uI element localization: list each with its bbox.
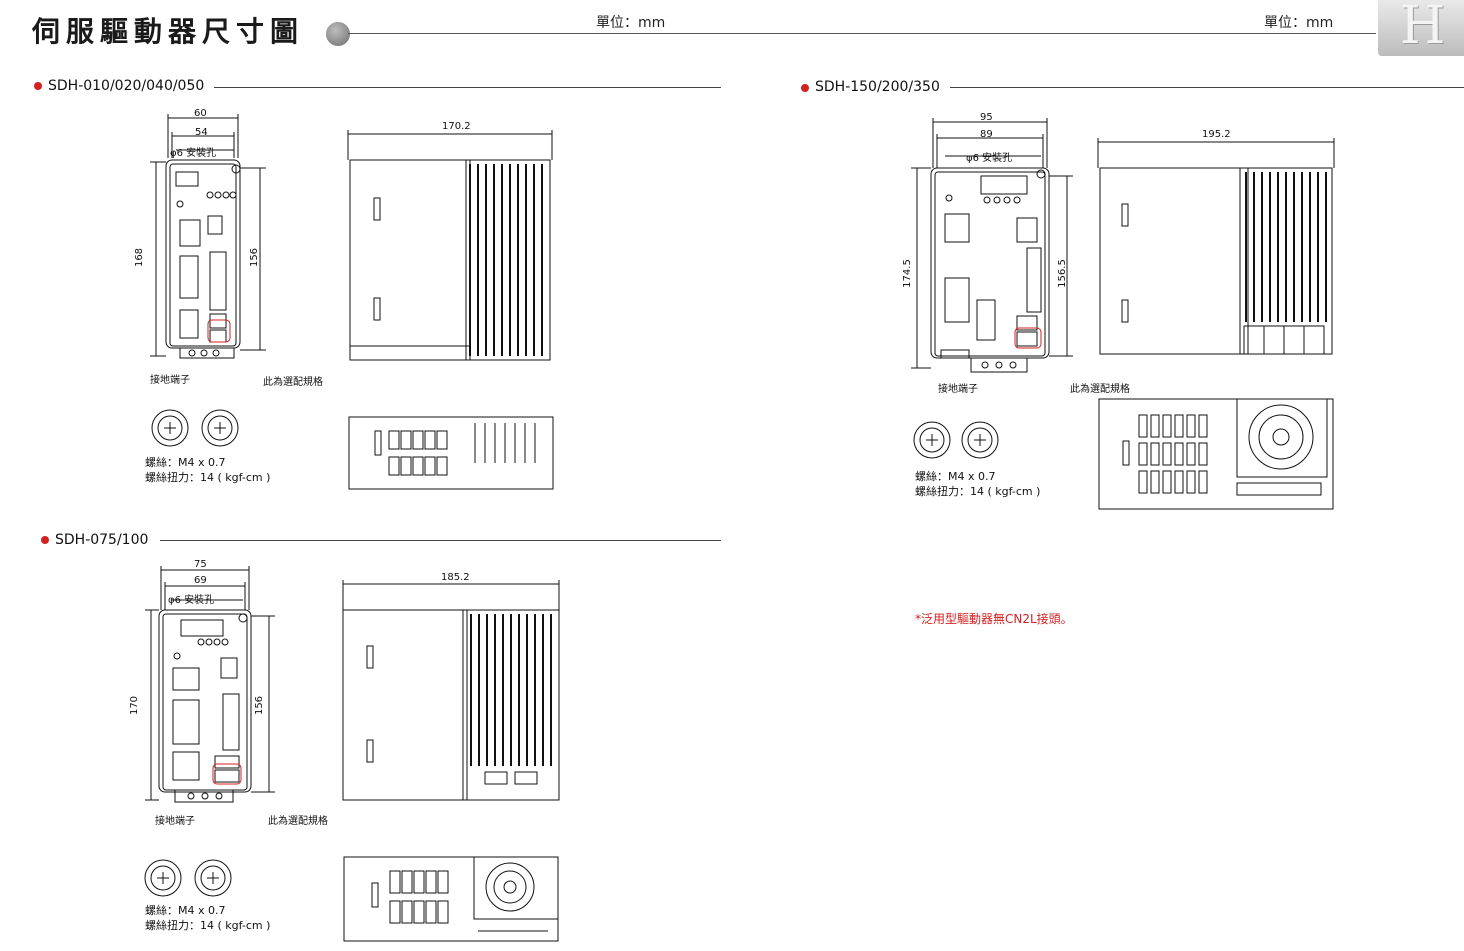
section-rule [214,87,721,88]
dim-inner-width: 69 [194,575,207,586]
screw-icons [150,408,242,448]
hole-label: φ6 安裝孔 [966,153,1013,164]
option-spec-label: 此為選配規格 [1070,384,1130,395]
front-view-drawing [135,560,275,810]
section-title: SDH-075/100 [55,532,149,548]
side-view-drawing [335,580,565,805]
screw-torque: 螺絲扭力：14 ( kgf-cm ) [145,919,271,932]
unit-label-right: 單位：mm [1264,15,1334,31]
side-view-drawing [1090,136,1340,372]
section-rule [160,540,721,541]
screw-spec: 螺絲：M4 x 0.7 [145,456,226,469]
title-dot-decoration [326,22,350,46]
dim-side-depth: 185.2 [441,572,470,583]
front-view-drawing [905,114,1075,374]
dim-front-width: 75 [194,559,207,570]
screw-spec: 螺絲：M4 x 0.7 [915,470,996,483]
dim-side-depth: 195.2 [1202,129,1231,140]
ground-terminal-label: 接地端子 [155,816,195,827]
top-view-drawing [338,853,563,945]
dim-side-depth: 170.2 [442,121,471,132]
top-view-drawing [1093,395,1338,513]
option-spec-label: 此為選配規格 [268,816,328,827]
screw-spec: 螺絲：M4 x 0.7 [145,904,226,917]
title-rule [348,33,1376,34]
ground-terminal-label: 接地端子 [150,375,190,386]
ground-terminal-label: 接地端子 [938,384,978,395]
section-title: SDH-150/200/350 [815,79,940,95]
hole-label: φ6 安裝孔 [170,148,217,159]
screw-icons [912,420,1004,460]
front-view-drawing [140,112,270,362]
side-view-drawing [340,130,560,370]
page-title: 伺服驅動器尺寸圖 [32,15,305,48]
dim-front-width: 95 [980,112,993,123]
section-bullet [41,536,49,544]
dim-inner-width: 54 [195,127,208,138]
footnote: *泛用型驅動器無CN2L接頭。 [915,612,1073,626]
screw-icons [143,858,235,898]
option-spec-label: 此為選配規格 [263,377,323,388]
dim-inner-width: 89 [980,129,993,140]
section-title: SDH-010/020/040/050 [48,78,205,94]
screw-torque: 螺絲扭力：14 ( kgf-cm ) [145,471,271,484]
chapter-letter: H [1400,0,1446,56]
screw-torque: 螺絲扭力：14 ( kgf-cm ) [915,485,1041,498]
chapter-tab [1378,0,1464,56]
unit-label-left: 單位：mm [596,15,666,31]
top-view-drawing [345,415,555,493]
dim-front-width: 60 [194,108,207,119]
section-rule [950,87,1464,88]
section-bullet [34,82,42,90]
section-bullet [801,84,809,92]
